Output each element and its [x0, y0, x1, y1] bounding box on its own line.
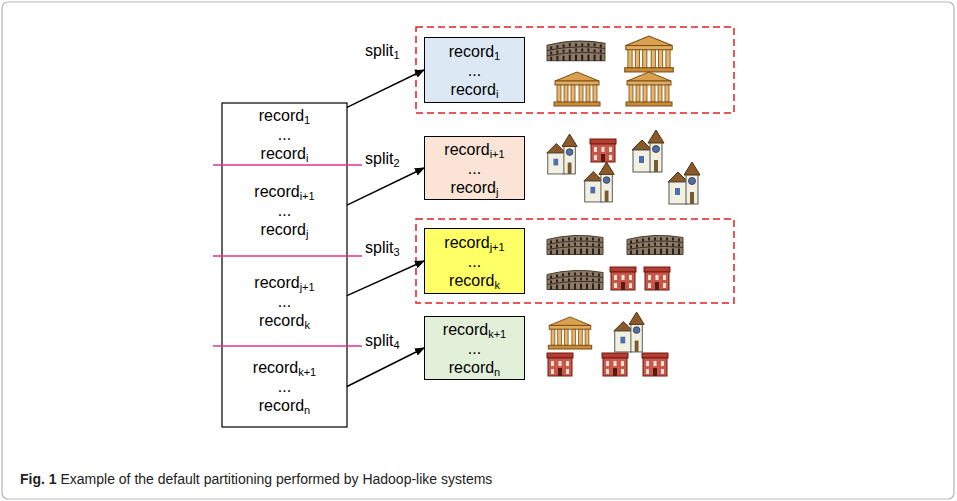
split-arrow	[347, 348, 424, 387]
record-range: recordj+1...recordk	[222, 256, 347, 346]
ellipsis: ...	[278, 292, 291, 311]
record-label: recordi	[261, 144, 309, 163]
ellipsis: ...	[278, 125, 291, 144]
split-box: recordi+1...recordj	[424, 136, 525, 200]
record-range: record1...recordi	[222, 103, 347, 166]
ellipsis: ...	[468, 159, 481, 178]
ellipsis: ...	[278, 377, 291, 396]
split-box: recordk+1...recordn	[424, 316, 525, 380]
record-label: recordj	[451, 178, 499, 197]
split-label: split1	[363, 42, 402, 60]
split-arrow	[347, 168, 424, 205]
record-label: recordn	[449, 358, 500, 377]
record-label: recordn	[259, 396, 310, 415]
record-label: recordj+1	[254, 273, 314, 292]
ellipsis: ...	[278, 201, 291, 220]
record-label: recordk+1	[443, 320, 506, 339]
record-label: recordk+1	[253, 358, 316, 377]
record-label: recordi+1	[444, 140, 504, 159]
ellipsis: ...	[468, 339, 481, 358]
selected-split-region	[416, 27, 734, 303]
record-label: recordi	[451, 80, 499, 99]
ellipsis: ...	[468, 61, 481, 80]
split-label: split4	[363, 332, 402, 350]
record-range: recordi+1...recordj	[222, 165, 347, 256]
split-boundary	[213, 165, 362, 346]
record-range: recordk+1...recordn	[222, 346, 347, 427]
building-icons	[547, 36, 700, 376]
record-label: recordi+1	[254, 182, 314, 201]
record-label: record1	[259, 106, 310, 125]
record-label: recordk	[259, 311, 310, 330]
record-label: recordk	[449, 271, 500, 290]
record-label: record1	[449, 42, 500, 61]
split-arrow	[347, 70, 424, 107]
record-label: recordj	[261, 220, 309, 239]
split-arrow	[347, 261, 424, 296]
split-box: recordj+1...recordk	[424, 228, 525, 294]
split-label: split2	[363, 150, 402, 168]
figure-caption: Fig. 1 Example of the default partitioni…	[20, 470, 492, 488]
record-label: recordj+1	[444, 233, 504, 252]
split-box: record1...recordi	[424, 37, 525, 103]
split-label: split3	[363, 239, 402, 257]
record-list-box	[222, 103, 347, 427]
ellipsis: ...	[468, 252, 481, 271]
